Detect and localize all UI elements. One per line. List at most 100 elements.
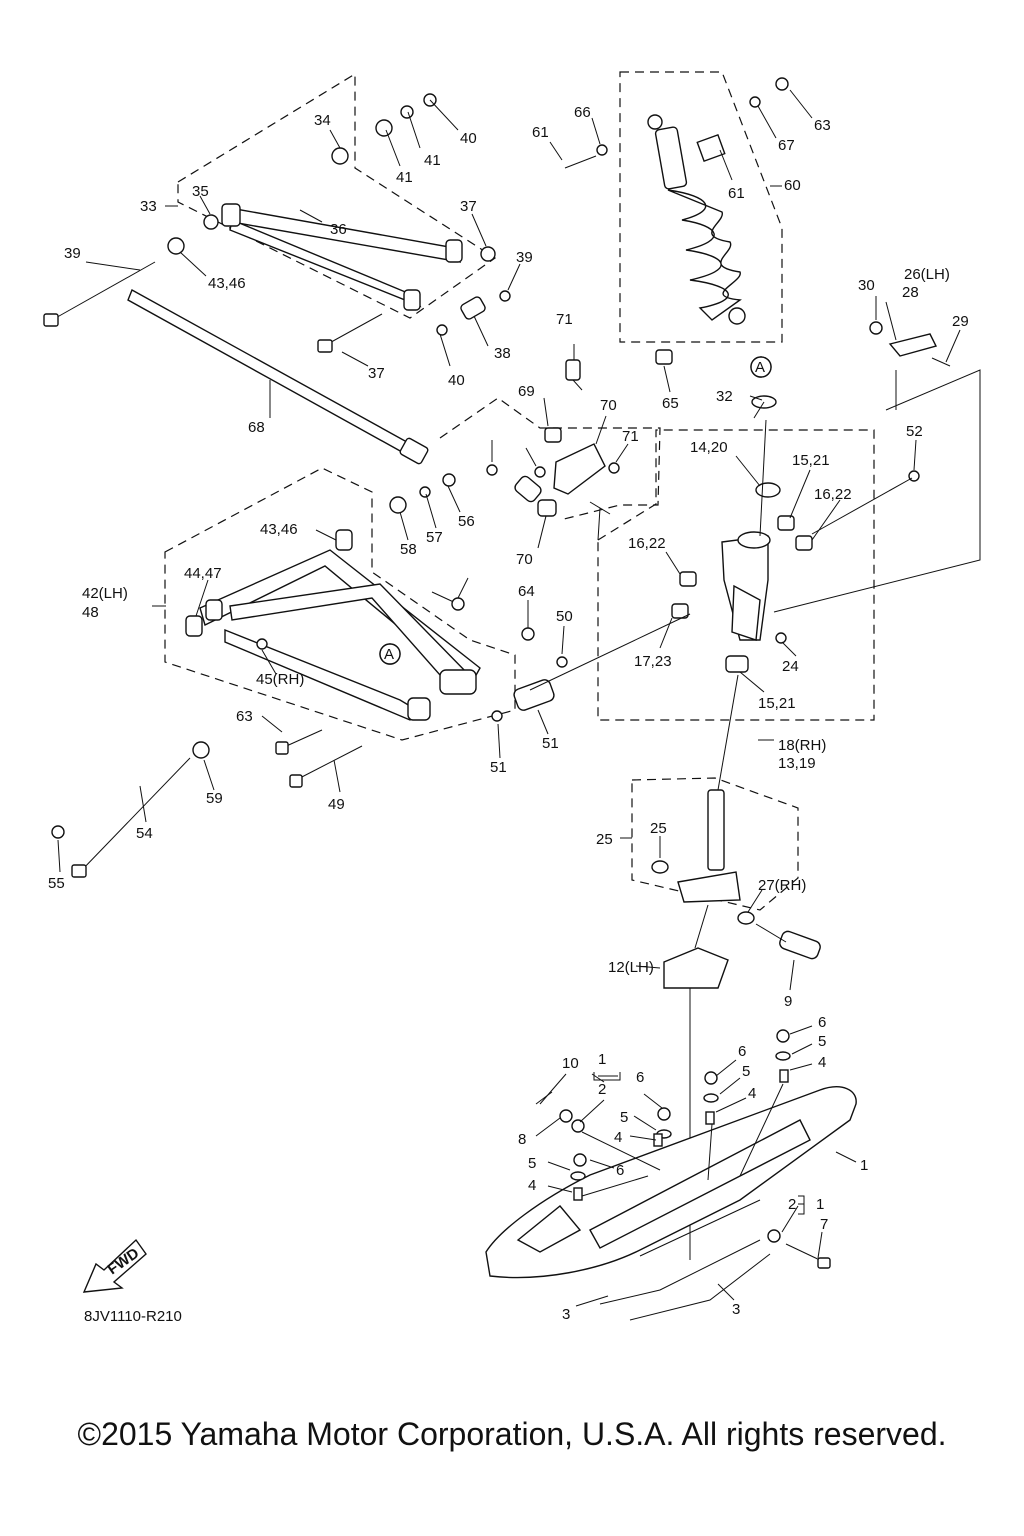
callout-24: 25 [596,831,613,848]
callout-30: 32 [716,388,733,405]
callout-6: 6 [818,1014,826,1031]
callout-45-rh: 42(LH) [82,585,128,602]
callout-1: 1 [598,1051,606,1068]
callout-7: 7 [820,1216,828,1233]
callout-48: 49 [328,796,345,813]
callout-1: 1 [816,1196,824,1213]
callout-61: 63 [814,117,831,134]
callout-38: 39 [64,245,81,262]
callout-68: 71 [556,311,573,328]
callout-18-rh: 13,19 [778,755,816,772]
callout-49: 50 [556,608,573,625]
stabilizer-link-group [439,359,661,722]
callout-25: 25 [650,820,667,837]
spindle-group [597,321,981,721]
callout-2: 2 [598,1081,606,1098]
callout-12-lh: 18(RH) [778,737,826,754]
callout-31: 33 [140,198,157,215]
upper-a-arm-group [43,72,511,465]
drawing-code: 8JV1110-R210 [84,1308,182,1325]
shock-absorber-group [564,71,789,378]
callout-4: 4 [528,1177,536,1194]
copyright-notice: ©2015 Yamaha Motor Corporation, U.S.A. A… [77,1416,947,1452]
callout-59: 61 [532,124,549,141]
callout-37: 39 [516,249,533,266]
callout-6: 6 [616,1162,624,1179]
callout-4: 4 [818,1054,826,1071]
callout-61: 64 [518,583,535,600]
callout-6: 6 [636,1069,644,1086]
ref-marker-circle [750,356,772,378]
callout-16-22: 16,22 [814,486,852,503]
callout-32: 35 [192,183,209,200]
callout-65: 69 [518,383,535,400]
callout-36: 38 [494,345,511,362]
reference-marker-group: A A [379,356,772,665]
callout-50: 51 [542,735,559,752]
callout-64: 68 [248,419,265,436]
fwd-arrow-icon: FWD [82,1238,147,1293]
callout-15-21: 15,21 [792,452,830,469]
callout-66: 70 [600,397,617,414]
callout-5: 5 [528,1155,536,1172]
callout-4: 4 [748,1085,756,1102]
callout-42-lh: 48 [82,604,99,621]
callout-17-23: 24 [782,658,799,675]
callout-10: 10 [562,1055,579,1072]
callout-27-rh: 26(LH) [904,266,950,283]
callout-6: 6 [738,1043,746,1060]
callout-29: 30 [858,277,875,294]
ref-marker-label: A [384,646,394,663]
callout-5: 5 [818,1033,826,1050]
callout-56: 59 [206,790,223,807]
callout-57: 60 [784,177,801,194]
callout-32: 34 [314,112,331,129]
callout-43-46: 44,47 [184,565,222,582]
callout-56: 58 [400,541,417,558]
callout-4: 4 [614,1129,622,1146]
callout-9: 9 [784,993,792,1010]
callout-35: 37 [460,198,477,215]
ref-marker-label: A [755,359,765,376]
callout-26-lh: 28 [902,284,919,301]
leader-lines [57,89,961,1307]
callout-69: 71 [622,428,639,445]
callout-5: 5 [742,1063,750,1080]
callout-13-19: 14,20 [690,439,728,456]
callout-25: 27(RH) [758,877,806,894]
bracket-marks [593,1072,805,1215]
callout-11: 12(LH) [608,959,654,976]
callout-41: 41 [396,169,413,186]
callout-16-22: 17,23 [634,653,672,670]
callout-34: 37 [368,365,385,382]
ski-group: FWD [82,674,857,1321]
callout-51: 52 [906,423,923,440]
callout-1: 1 [860,1157,868,1174]
callout-2: 2 [788,1196,796,1213]
callout-40: 41 [424,152,441,169]
callout-14-20: 15,21 [758,695,796,712]
callout-54: 56 [458,513,475,530]
lower-a-arm-group [51,467,516,878]
callout-8: 8 [518,1131,526,1148]
callout-3: 3 [732,1301,740,1318]
callout-53: 55 [48,875,65,892]
callout-51: 51 [490,759,507,776]
callout-5: 5 [620,1109,628,1126]
callout-28: 29 [952,313,969,330]
callout-labels: 33 39 40 41 41 34 35 43,46 36 37 39 38 4… [48,104,969,1323]
callout-63: 67 [778,137,795,154]
callout-63: 66 [574,104,591,121]
callout-62: 65 [662,395,679,412]
callout-52: 54 [136,825,153,842]
callout-15-21: 16,22 [628,535,666,552]
callout-55: 57 [426,529,443,546]
callout-37: 40 [448,372,465,389]
callout-60: 63 [236,708,253,725]
callout-44-47: 45(RH) [256,671,304,688]
callout-58: 61 [728,185,745,202]
ref-marker-circle [379,643,401,665]
callout-39: 40 [460,130,477,147]
callout-43-46: 43,46 [260,521,298,538]
